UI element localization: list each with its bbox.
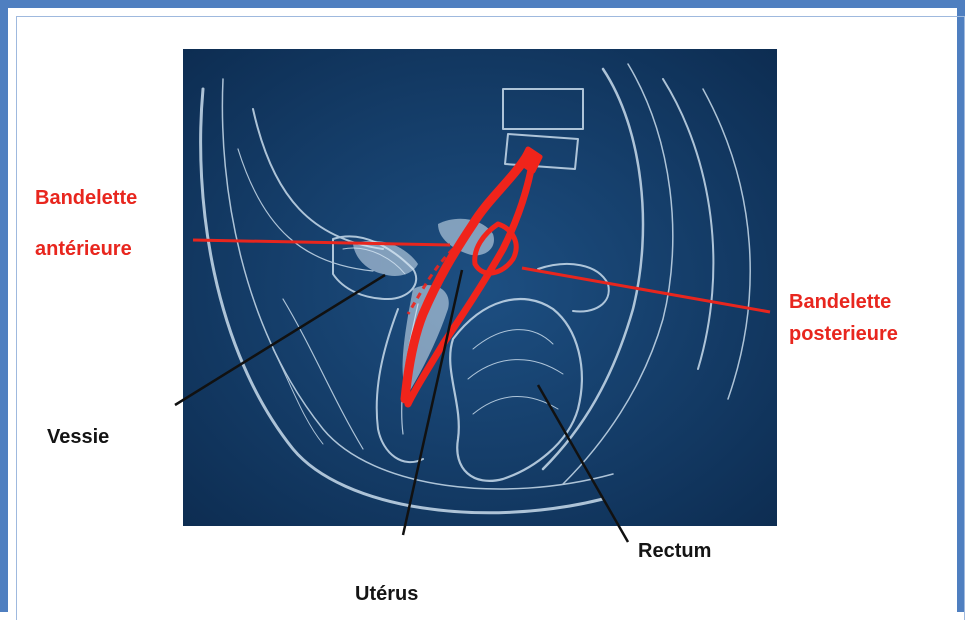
pelvis-sagittal-drawing	[183, 49, 777, 526]
bladder-label: Vessie	[47, 425, 109, 449]
anterior-band-label-line1: Bandelette	[35, 186, 137, 210]
anatomical-illustration	[183, 49, 777, 526]
posterior-band-label-line1: Bandelette	[789, 290, 891, 314]
rectum-label: Rectum	[638, 539, 711, 563]
posterior-band-label-line2: posterieure	[789, 322, 898, 346]
band-origin	[521, 149, 540, 171]
anterior-band-label-line2: antérieure	[35, 237, 132, 261]
uterus-label: Utérus	[355, 582, 418, 606]
